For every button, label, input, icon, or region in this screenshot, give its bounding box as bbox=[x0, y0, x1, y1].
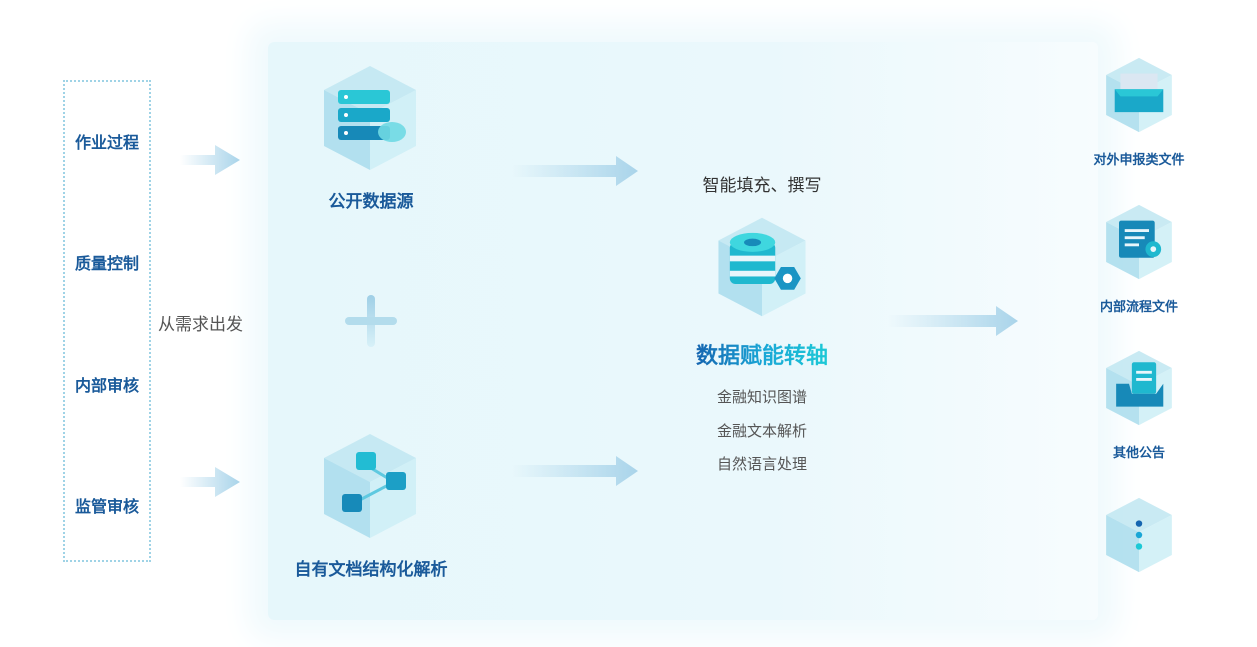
output-label: 其他公告 bbox=[1112, 446, 1166, 461]
arrow-right-icon bbox=[888, 306, 1018, 336]
output-label: 内部流程文件 bbox=[1099, 300, 1179, 315]
file-drawer-icon bbox=[1103, 55, 1175, 135]
database-gear-icon bbox=[714, 214, 810, 320]
requirement-item: 监管审核 bbox=[74, 497, 139, 516]
requirement-item: 作业过程 bbox=[74, 133, 139, 152]
start-caption: 从需求出发 bbox=[158, 315, 243, 335]
feature-item: 金融文本解析 bbox=[716, 422, 808, 440]
requirement-item: 内部审核 bbox=[74, 376, 139, 395]
more-items-icon bbox=[1103, 495, 1175, 575]
arrow-right-icon bbox=[512, 456, 638, 486]
output-label: 对外申报类文件 bbox=[1093, 153, 1185, 168]
requirements-box bbox=[63, 80, 151, 562]
document-tray-icon bbox=[1103, 348, 1175, 428]
fill-write-caption: 智能填充、撰写 bbox=[702, 176, 822, 196]
arrow-right-icon bbox=[512, 156, 638, 186]
requirement-item: 质量控制 bbox=[74, 254, 139, 273]
own-docs-label: 自有文档结构化解析 bbox=[294, 560, 448, 580]
plus-icon bbox=[345, 295, 397, 347]
feature-item: 自然语言处理 bbox=[716, 455, 808, 473]
public-data-source-label: 公开数据源 bbox=[328, 192, 414, 212]
feature-item: 金融知识图谱 bbox=[716, 388, 808, 406]
data-empowerment-title: 数据赋能转轴 bbox=[696, 338, 828, 370]
server-cloud-icon bbox=[320, 62, 420, 174]
arrow-right-icon bbox=[180, 145, 240, 175]
structure-nodes-icon bbox=[320, 430, 420, 542]
document-gear-icon bbox=[1103, 202, 1175, 282]
arrow-right-icon bbox=[180, 467, 240, 497]
